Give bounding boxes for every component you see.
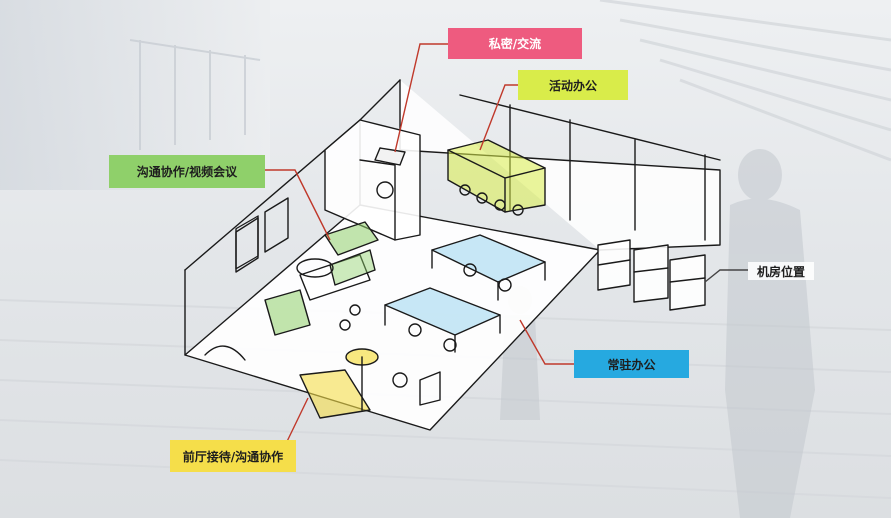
leader-activity (479, 84, 518, 151)
leader-server (704, 269, 748, 283)
zone-label-resident: 常驻办公 (574, 350, 689, 378)
zone-label-activity: 活动办公 (518, 70, 628, 100)
zone-label-reception: 前厅接待/沟通协作 (170, 440, 296, 472)
zone-label-private: 私密/交流 (448, 28, 582, 59)
zone-label-server: 机房位置 (748, 262, 814, 280)
leader-comm (265, 169, 331, 241)
leader-resident (519, 319, 574, 365)
zone-label-comm: 沟通协作/视频会议 (109, 155, 265, 188)
leader-private (394, 43, 448, 153)
